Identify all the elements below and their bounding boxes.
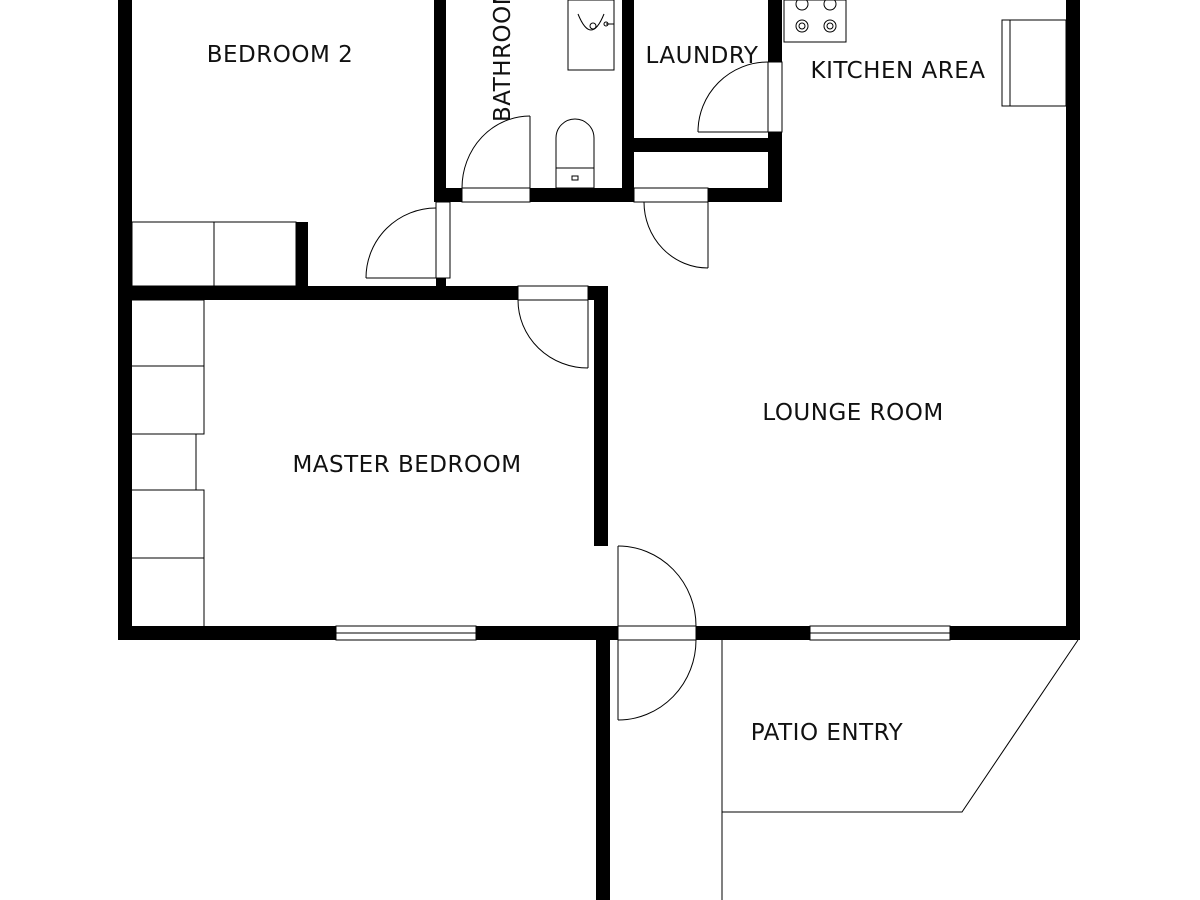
window-master [335,625,477,641]
room-label-bedroom-2: BEDROOM 2 [207,42,354,68]
wall-hall-top-b [530,188,634,202]
room-label-kitchen: KITCHEN AREA [811,58,986,84]
wall-bedroom2-right [434,0,446,202]
wall-bottom-c [696,626,810,640]
toilet-icon [555,118,595,189]
wall-patio-left [596,640,610,900]
door-bathroom [461,115,531,203]
door-laundry [697,61,783,133]
room-label-bathroom: BATHROOM [490,0,516,122]
wardrobe-bedroom-2 [131,221,297,287]
door-bedroom-2 [365,201,451,279]
fixtures [131,0,1079,900]
window-lounge [809,625,951,641]
wall-hall-top-a [434,188,462,202]
room-labels: BEDROOM 2 BATHROOM LAUNDRY KITCHEN AREA … [207,0,986,746]
cooktop-icon [783,0,847,43]
wall-bottom-a [118,626,336,640]
wall-wardrobe-stub [296,222,308,288]
door-patio-entry [617,545,697,721]
wall-bedroom2-right-lower [436,270,446,288]
wardrobe-master [132,299,205,626]
door-master-bedroom [517,285,589,369]
wall-laundry-bottom [634,138,782,152]
fridge-icon [1001,19,1067,107]
windows [335,625,951,641]
room-label-lounge: LOUNGE ROOM [762,400,943,426]
wall-bathroom-right [622,0,634,202]
room-label-patio: PATIO ENTRY [751,720,904,746]
wall-master-top-a [118,286,518,300]
patio-outline [721,639,1079,900]
wall-outer-right [1066,0,1080,640]
wall-hall-top-c [708,188,782,202]
doors [365,61,783,721]
window-patio-door-frame [617,625,697,641]
wall-outer-left [118,0,132,640]
walls [118,0,1080,900]
door-hallway [633,187,709,269]
sink-icon [567,0,615,71]
room-label-master-bedroom: MASTER BEDROOM [292,452,521,478]
wall-laundry-right [768,0,782,62]
wall-bottom-d [950,626,1080,640]
wall-bottom-b [476,626,618,640]
wall-master-right [594,286,608,546]
room-label-laundry: LAUNDRY [646,43,759,69]
